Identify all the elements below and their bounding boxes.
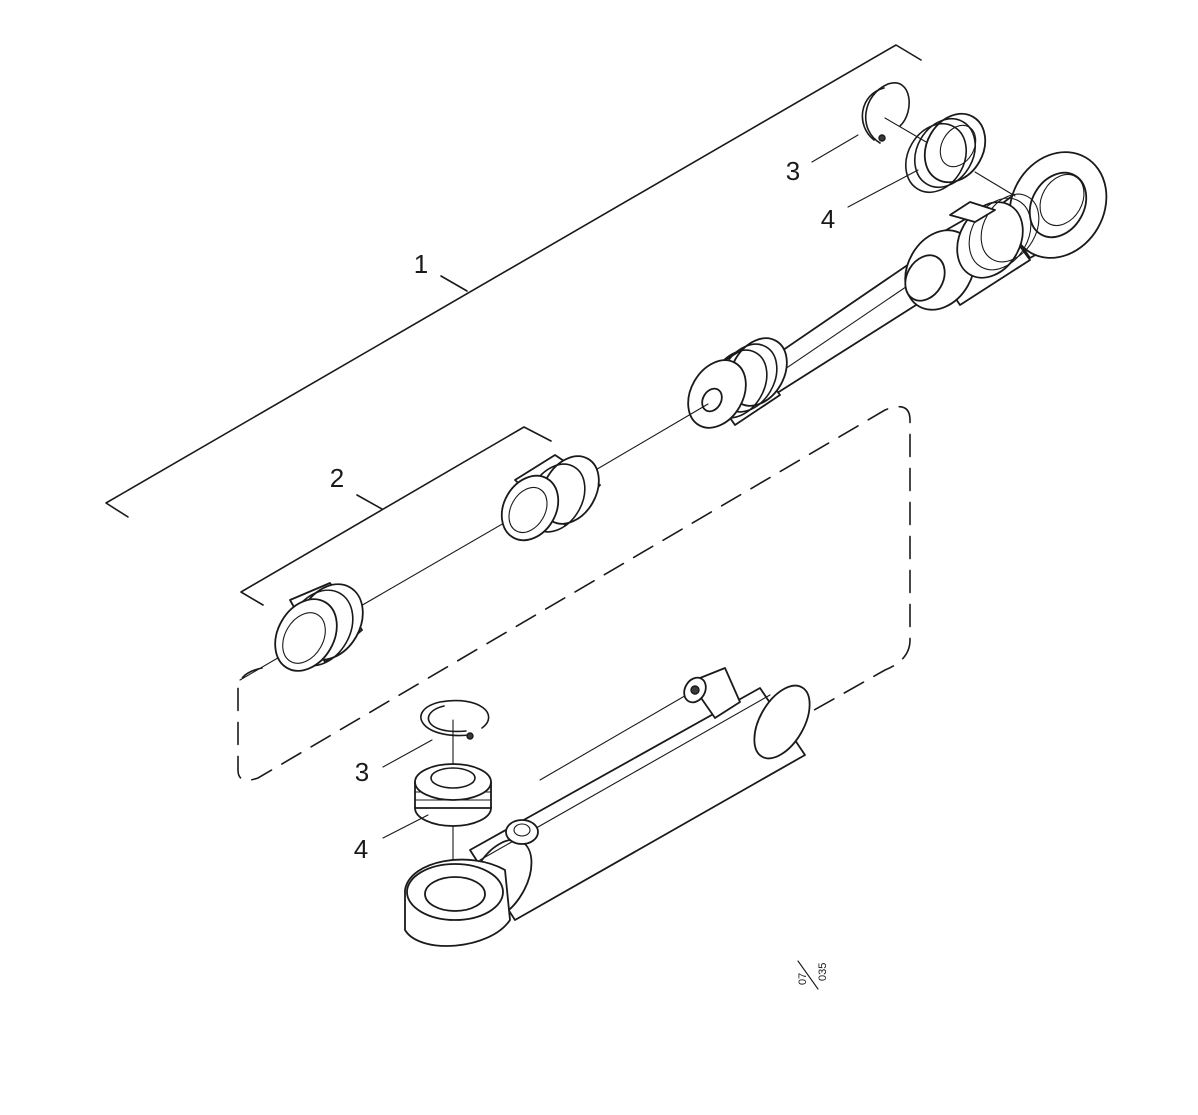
retaining-ring-top (861, 82, 910, 144)
grease-boss (505, 819, 539, 845)
cylinder-head (904, 193, 1040, 311)
guide-bushing (500, 454, 601, 542)
bracket-assembly-1 (105, 44, 922, 518)
callout-2: 2 (330, 463, 344, 493)
bracket-seal-kit-2 (240, 426, 552, 606)
axis-lines (239, 117, 1016, 901)
base-eye (404, 858, 511, 947)
callout-3-top: 3 (786, 156, 800, 186)
drawing-reference: 07 035 (797, 960, 829, 990)
cylinder-barrel (467, 684, 811, 922)
seal-ring (274, 582, 364, 672)
callout-3-bottom: 3 (355, 757, 369, 787)
retaining-ring-bottom (420, 699, 490, 740)
reference-code-bottom: 035 (817, 963, 829, 981)
leader-lines (382, 134, 919, 839)
reference-code-top: 07 (797, 973, 809, 985)
callout-4-top: 4 (821, 204, 835, 234)
callout-4-bottom: 4 (354, 834, 368, 864)
bearing-bottom (414, 763, 492, 827)
piston (687, 337, 788, 429)
port-fitting (683, 667, 741, 719)
callout-1: 1 (414, 249, 428, 279)
bearing-top (905, 112, 987, 193)
dashed-assembly-outline (237, 405, 911, 781)
